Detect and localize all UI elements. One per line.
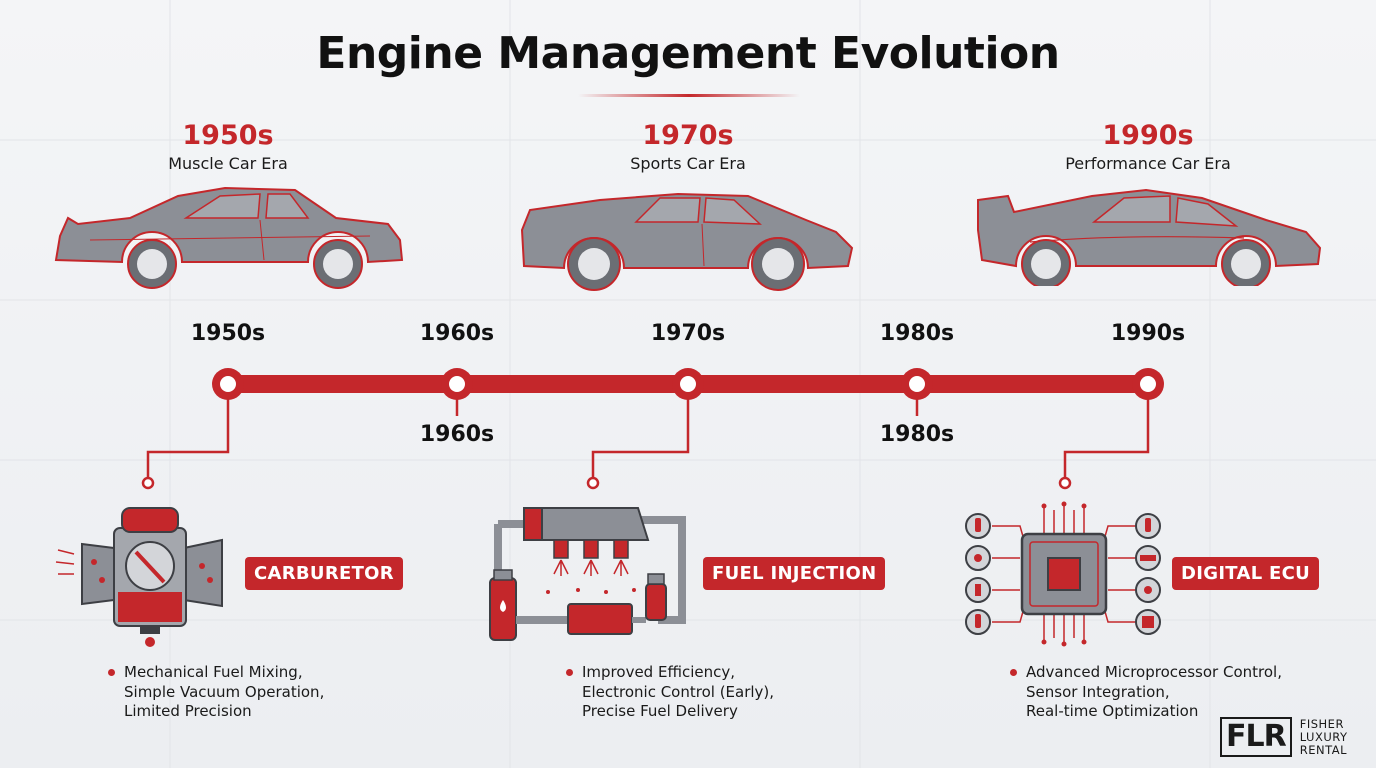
era-decade: 1950s: [182, 120, 274, 151]
timeline-label-top: 1950s: [190, 321, 266, 346]
feature-item: Advanced Microprocessor Control,: [1026, 663, 1282, 681]
feature-list-carburetor: Mechanical Fuel Mixing, Simple Vacuum Op…: [108, 663, 325, 722]
connector-fuel-injection: [591, 396, 690, 482]
logo-line: FISHER: [1299, 716, 1344, 731]
bullet-dot: [108, 669, 115, 676]
feature-item: Simple Vacuum Operation,: [124, 682, 325, 701]
feature-list-fuel-injection: Improved Efficiency, Electronic Control …: [566, 663, 775, 722]
timeline-label-top: 1980s: [879, 321, 955, 346]
timeline-label-bottom: 1960s: [419, 422, 495, 447]
timeline-label-bottom: 1980s: [879, 422, 955, 447]
fuel-injection-icon: [489, 507, 686, 641]
era-1990s: 1990s Performance Car Era: [998, 120, 1298, 173]
muscle-car-icon: [54, 186, 404, 289]
sports-car-icon: [520, 192, 854, 291]
bullet-dot: [566, 669, 573, 676]
timeline-label-top: 1970s: [650, 321, 726, 346]
feature-item: Limited Precision: [124, 702, 252, 720]
badge-carburetor: CARBURETOR: [245, 557, 403, 590]
logo-wordmark: FISHER LUXURY RENTAL: [1299, 716, 1348, 757]
era-name: Muscle Car Era: [168, 154, 288, 173]
connector-carburetor: [146, 396, 230, 482]
feature-item: Real-time Optimization: [1026, 702, 1199, 720]
timeline-label-top: 1990s: [1110, 321, 1186, 346]
badge-fuel-injection: FUEL INJECTION: [703, 557, 886, 590]
connector-ecu: [1063, 396, 1150, 482]
brand-logo: FLR FISHER LUXURY RENTAL: [1220, 716, 1348, 758]
ecu-chip-icon: [965, 501, 1161, 647]
feature-item: Electronic Control (Early),: [582, 682, 775, 701]
performance-car-icon: [977, 188, 1322, 286]
era-name: Performance Car Era: [1065, 154, 1231, 173]
era-1950s: 1950s Muscle Car Era: [78, 120, 378, 173]
era-1970s: 1970s Sports Car Era: [538, 120, 838, 173]
era-decade: 1970s: [642, 120, 734, 151]
timeline-node: [212, 368, 1164, 400]
title-underline: [578, 94, 800, 97]
carburetor-icon: [55, 507, 223, 647]
logo-line: RENTAL: [1299, 742, 1347, 757]
bullet-dot: [1010, 669, 1017, 676]
era-decade: 1990s: [1102, 120, 1194, 151]
logo-mark: FLR: [1220, 717, 1292, 757]
feature-item: Sensor Integration,: [1026, 682, 1170, 701]
feature-list-ecu: Advanced Microprocessor Control, Sensor …: [1010, 663, 1282, 722]
feature-item: Mechanical Fuel Mixing,: [124, 663, 303, 681]
feature-item: Precise Fuel Delivery: [582, 702, 738, 720]
era-name: Sports Car Era: [630, 154, 746, 173]
timeline-label-top: 1960s: [419, 321, 495, 346]
badge-digital-ecu: DIGITAL ECU: [1172, 557, 1320, 590]
feature-item: Improved Efficiency,: [582, 663, 735, 681]
logo-line: LUXURY: [1299, 729, 1348, 744]
page-title: Engine Management Evolution: [316, 28, 1060, 79]
